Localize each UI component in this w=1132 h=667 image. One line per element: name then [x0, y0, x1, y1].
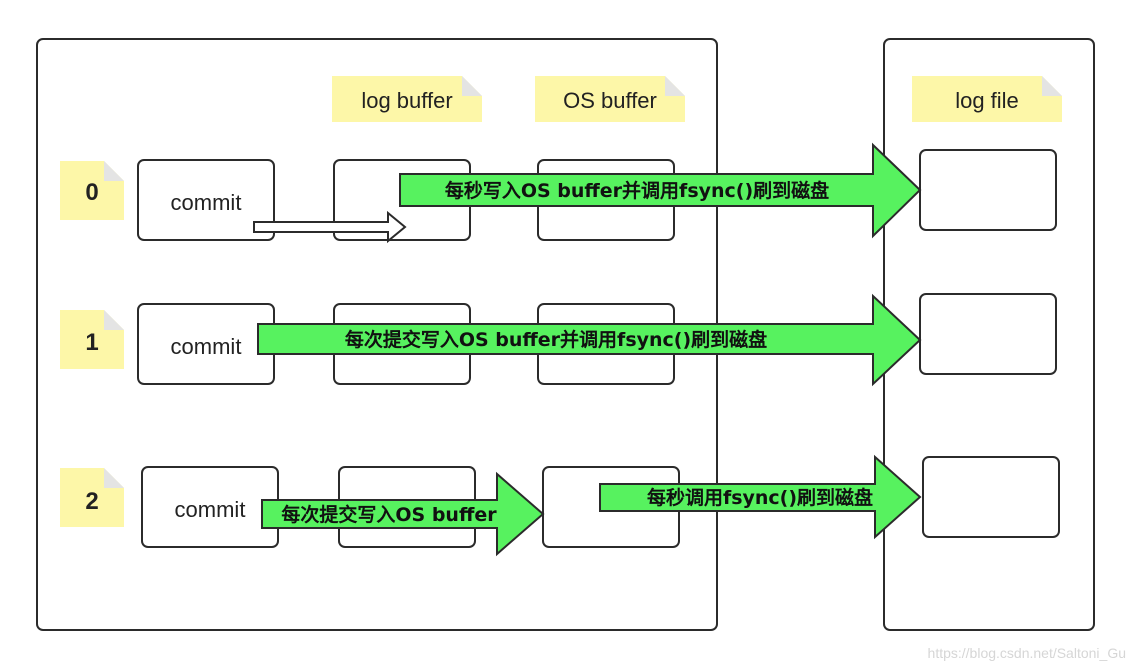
flush-arrow-row-1: [257, 293, 922, 387]
svg-text:2: 2: [85, 488, 98, 515]
log-file-header: log file: [912, 76, 1062, 122]
commit-to-log-buffer-arrow: [253, 210, 407, 244]
row-2-number: 2: [60, 468, 124, 527]
flush-arrow-row-2: [599, 454, 922, 540]
svg-text:0: 0: [85, 179, 98, 206]
row-0-number: 0: [60, 161, 124, 220]
commit-label: commit: [171, 334, 242, 359]
log-buffer-label: log buffer: [361, 88, 452, 113]
flush-arrow-row-0: [399, 142, 922, 239]
os-buffer-header: OS buffer: [535, 76, 685, 122]
row-1-number: 1: [60, 310, 124, 369]
log-file-box: [919, 293, 1057, 375]
log-file-box: [922, 456, 1060, 538]
watermark: https://blog.csdn.net/Saltoni_Gu: [927, 645, 1126, 661]
write-arrow-row-2: [261, 471, 545, 557]
log-buffer-header: log buffer: [332, 76, 482, 122]
flush-arrow-row-1-label: 每次提交写入OS buffer并调用fsync()刷到磁盘: [345, 328, 767, 351]
os-buffer-label: OS buffer: [563, 88, 657, 113]
log-file-label: log file: [955, 88, 1019, 113]
svg-text:1: 1: [85, 329, 98, 356]
row-1: commit 每次提交写入OS buffer并调用fsync()刷到磁盘: [137, 293, 1057, 387]
log-file-box: [919, 149, 1057, 231]
row-2: commit 每次提交写入OS buffer 每秒调用fsync()刷到磁盘: [141, 454, 1060, 557]
commit-label: commit: [171, 190, 242, 215]
row-0: commit 每秒写入OS buffer并调用fsync()刷到磁盘: [137, 142, 1057, 244]
commit-label: commit: [175, 497, 246, 522]
flush-arrow-row-0-label: 每秒写入OS buffer并调用fsync()刷到磁盘: [445, 179, 829, 202]
commit-box: [137, 159, 275, 241]
write-arrow-row-2-label: 每次提交写入OS buffer: [281, 503, 497, 526]
flush-arrow-row-2-label: 每秒调用fsync()刷到磁盘: [647, 486, 873, 509]
